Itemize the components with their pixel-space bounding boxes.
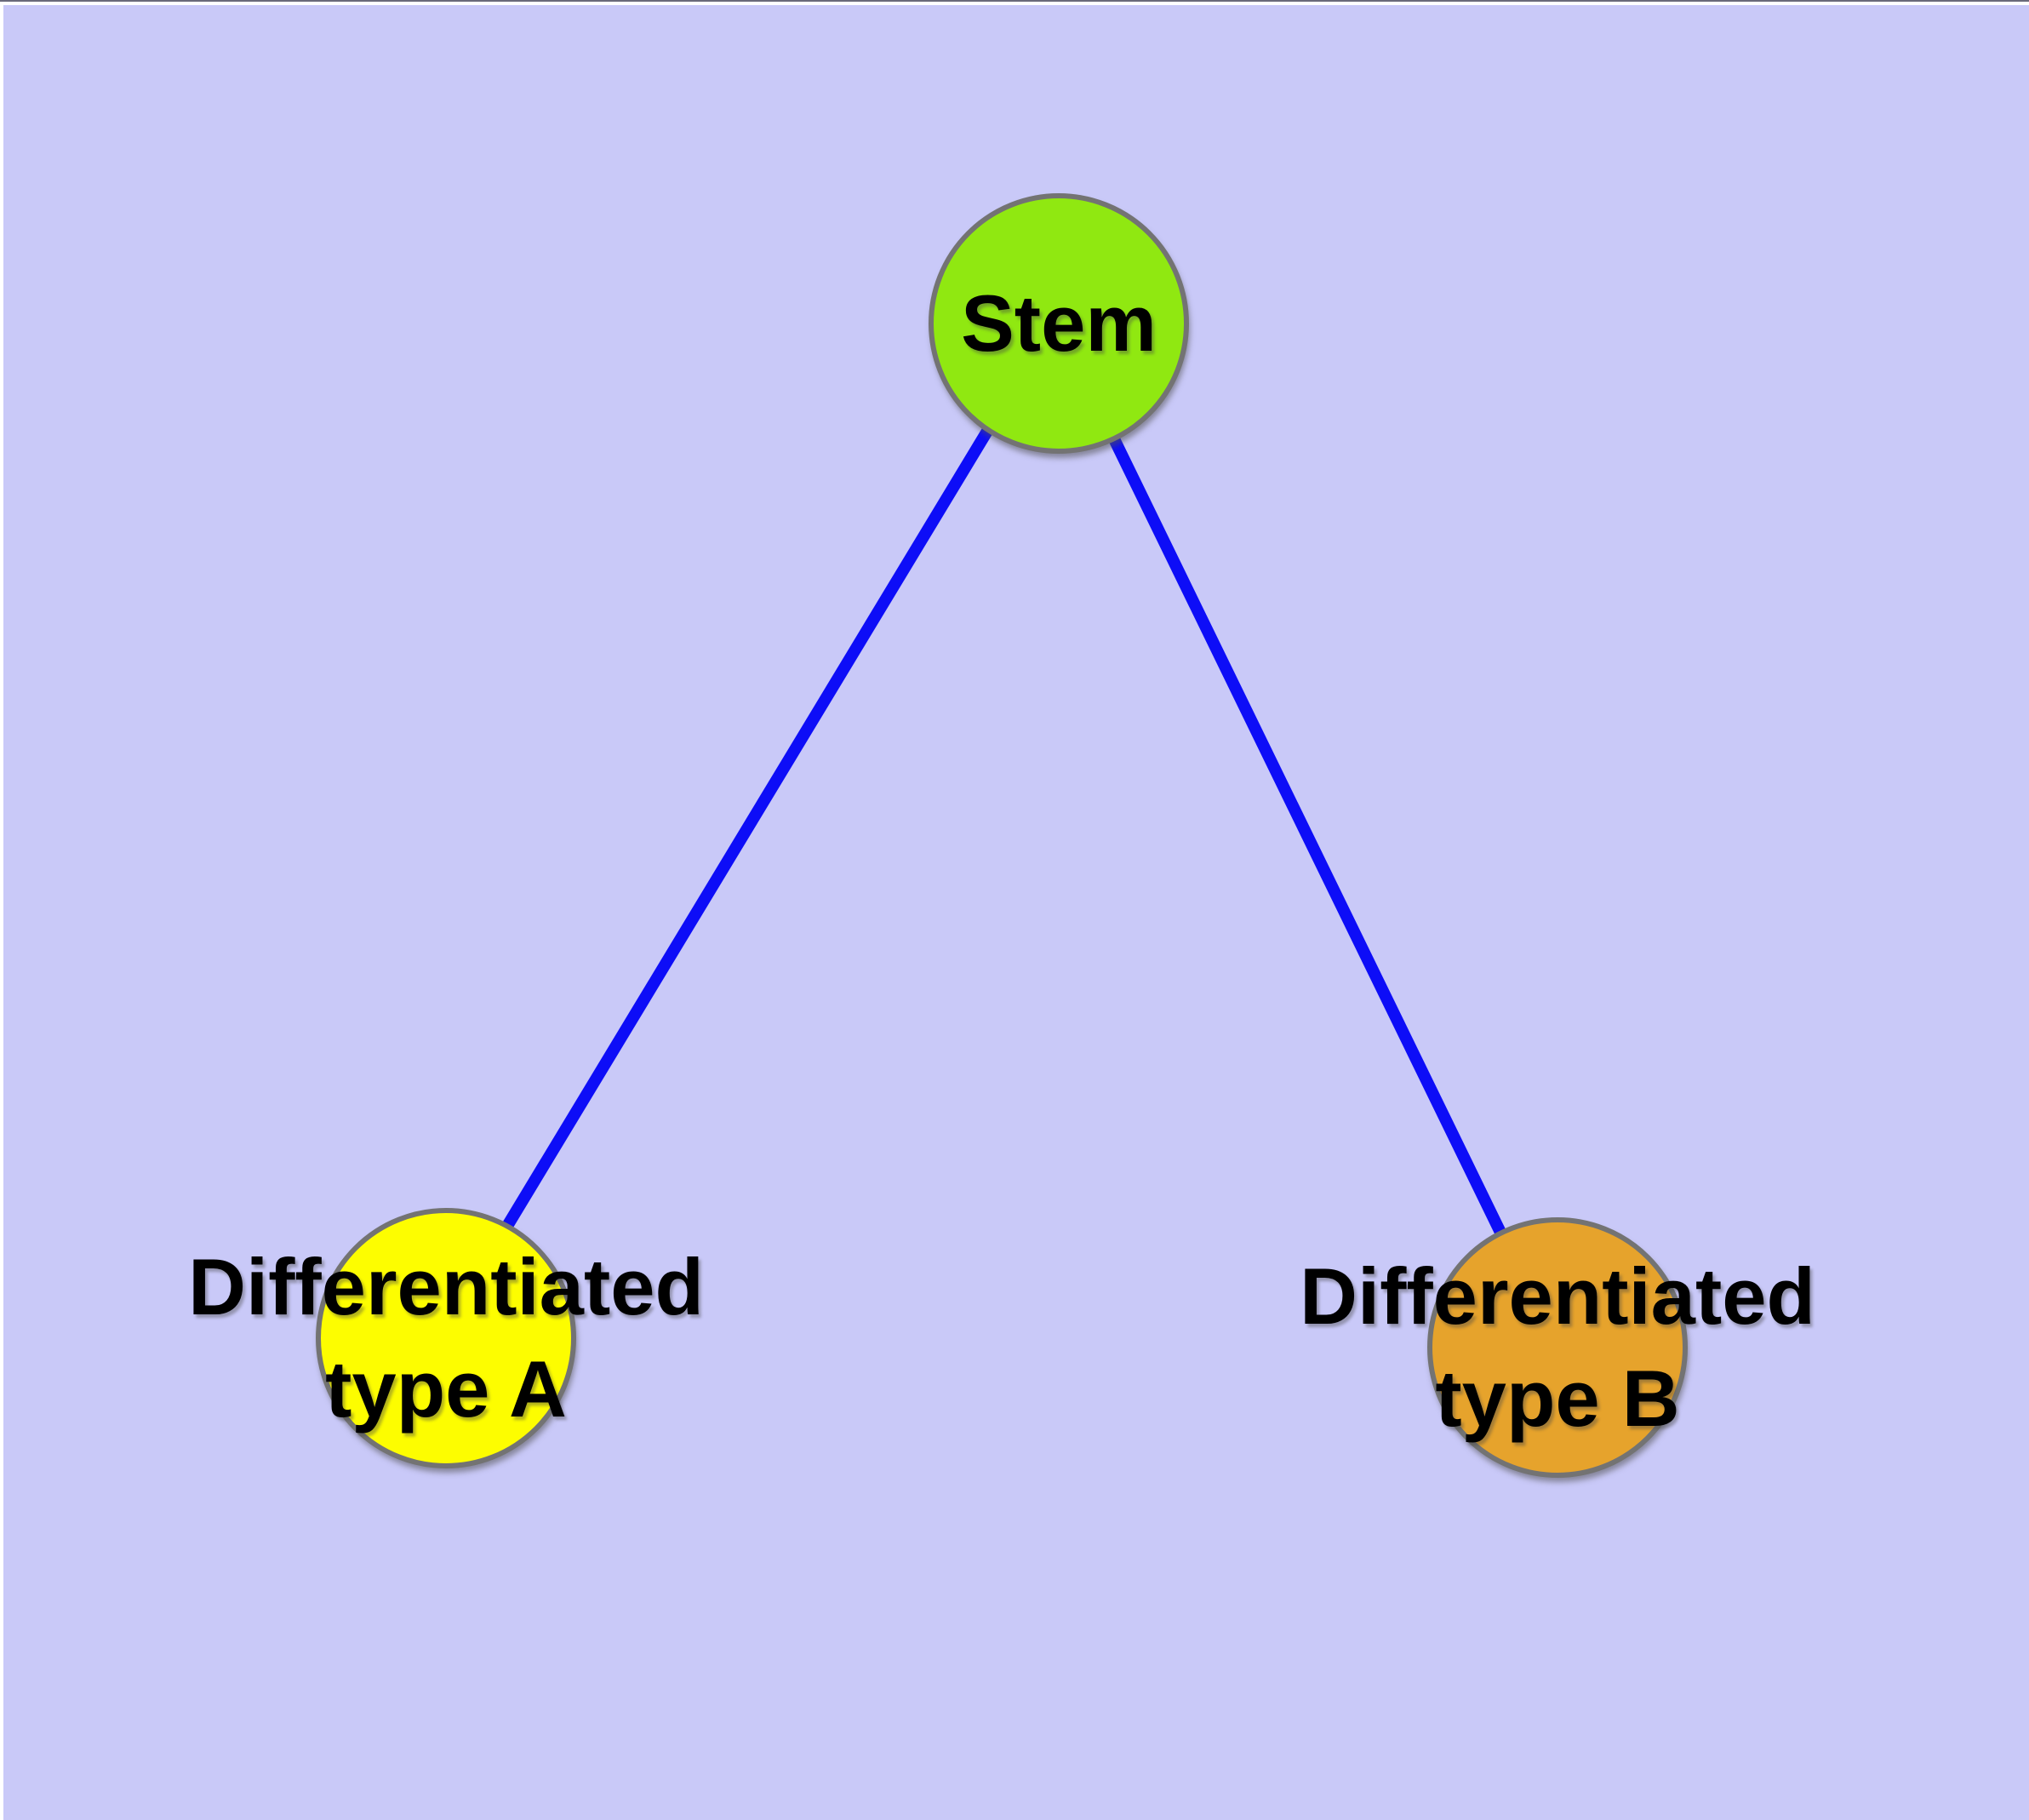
edge-layer [437,315,1560,1346]
graph-canvas: Stem Differentiated type A Differentiate… [3,5,2029,1820]
window-top-border [0,0,2029,2]
node-stem-label: Stem [961,278,1157,368]
node-differentiated-type-a[interactable]: Differentiated type A [188,1208,704,1468]
node-differentiated-type-b-label: Differentiated type B [1300,1251,1815,1443]
node-differentiated-type-a-label: Differentiated type A [188,1241,704,1434]
node-differentiated-type-b[interactable]: Differentiated type B [1300,1217,1815,1478]
node-stem[interactable]: Stem [929,193,1189,454]
edge-stem-to-type-b [1049,315,1560,1346]
edge-stem-to-type-a [437,315,1060,1336]
